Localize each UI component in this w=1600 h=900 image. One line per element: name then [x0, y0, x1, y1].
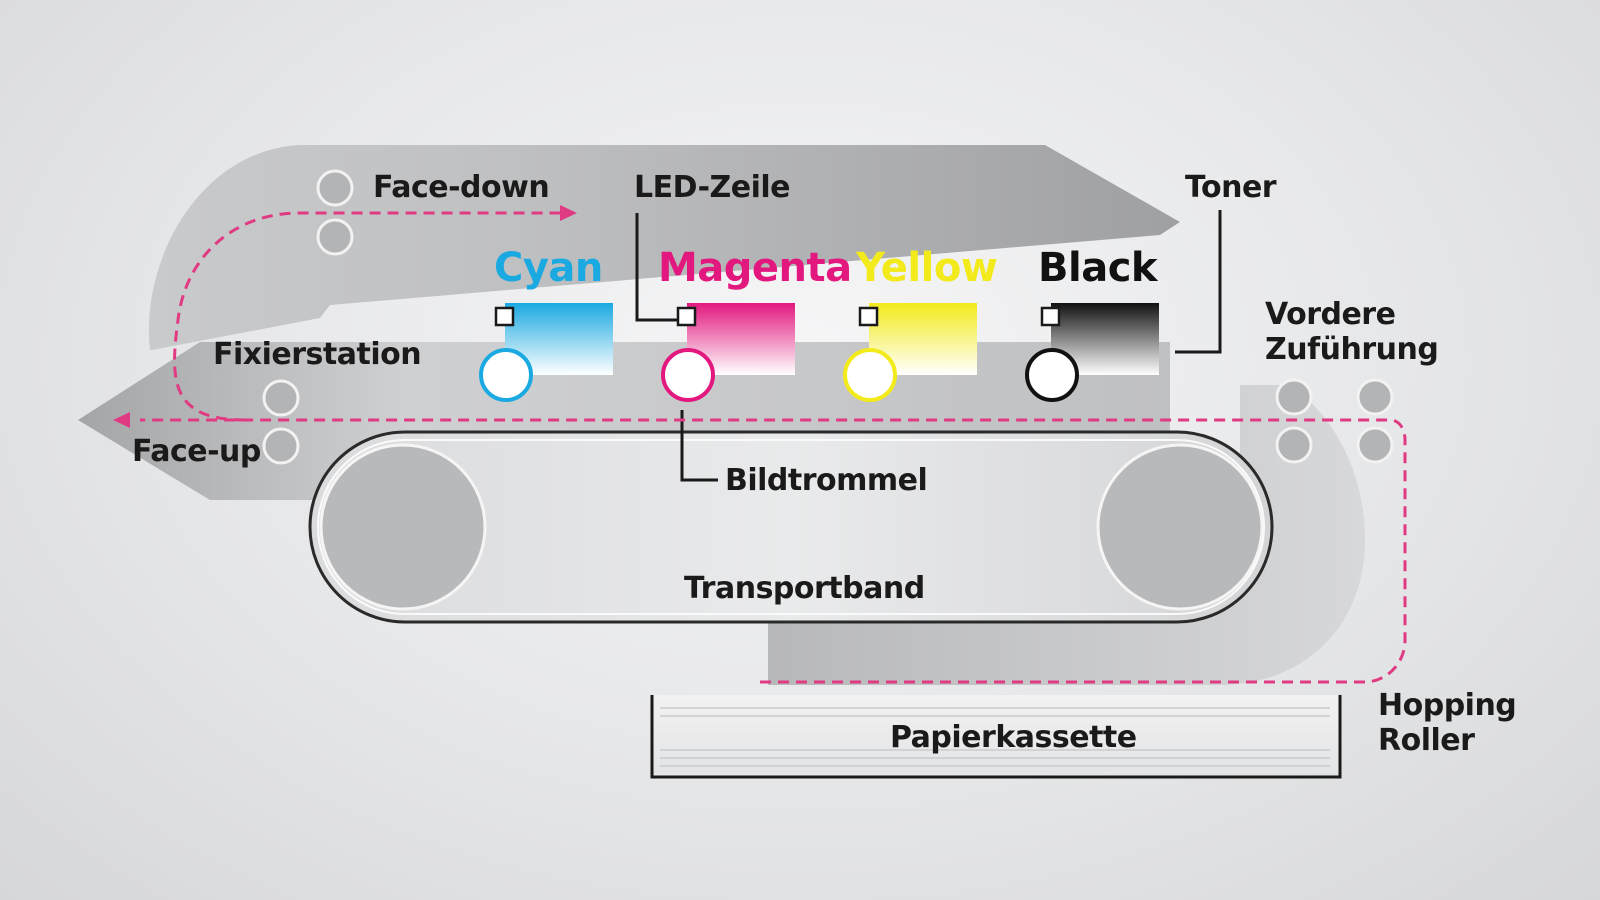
transport-belt-inner — [317, 439, 1265, 615]
front-feed-rollers — [1275, 378, 1394, 464]
label-color-cyan: Cyan — [494, 245, 603, 291]
label-bildtrommel: Bildtrommel — [725, 463, 928, 498]
label-fixierstation: Fixierstation — [213, 337, 422, 372]
label-papierkassette: Papierkassette — [890, 720, 1137, 755]
face-down-rollers — [316, 169, 354, 256]
image-drum-cyan — [479, 348, 533, 402]
led-heads — [494, 306, 1061, 327]
label-color-yellow: Yellow — [856, 245, 998, 291]
face-down-arrowhead — [560, 205, 577, 221]
label-toner: Toner — [1185, 170, 1277, 205]
label-face-down: Face-down — [373, 170, 550, 205]
label-hopping-line2: Roller — [1378, 722, 1475, 758]
label-vordere-line2: Zuführung — [1265, 331, 1439, 367]
face-up-arrowhead — [113, 412, 130, 428]
label-vordere-zufuehrung: Vordere Zuführung — [1265, 297, 1439, 367]
leader-lines — [635, 210, 1222, 482]
belt-roller-left — [319, 443, 487, 611]
label-color-magenta: Magenta — [658, 245, 852, 291]
fuser-rollers — [262, 379, 300, 465]
image-drum-black — [1025, 348, 1079, 402]
label-face-up: Face-up — [132, 434, 261, 469]
image-drum-magenta — [661, 348, 715, 402]
belt-roller-right — [1096, 443, 1264, 611]
label-led-zeile: LED-Zeile — [634, 170, 791, 205]
paper-tray-outline — [650, 695, 1342, 779]
image-drum-yellow — [843, 348, 897, 402]
label-hopping-roller: Hopping Roller — [1378, 688, 1517, 758]
label-color-black: Black — [1038, 245, 1158, 291]
paper-path — [140, 211, 1407, 684]
label-vordere-line1: Vordere — [1265, 297, 1396, 332]
label-hopping-line1: Hopping — [1378, 688, 1517, 723]
upper-arrow-shape — [148, 145, 1181, 350]
paper-sheets — [660, 707, 1330, 767]
label-transportband: Transportband — [684, 571, 925, 606]
transport-belt — [308, 430, 1274, 624]
